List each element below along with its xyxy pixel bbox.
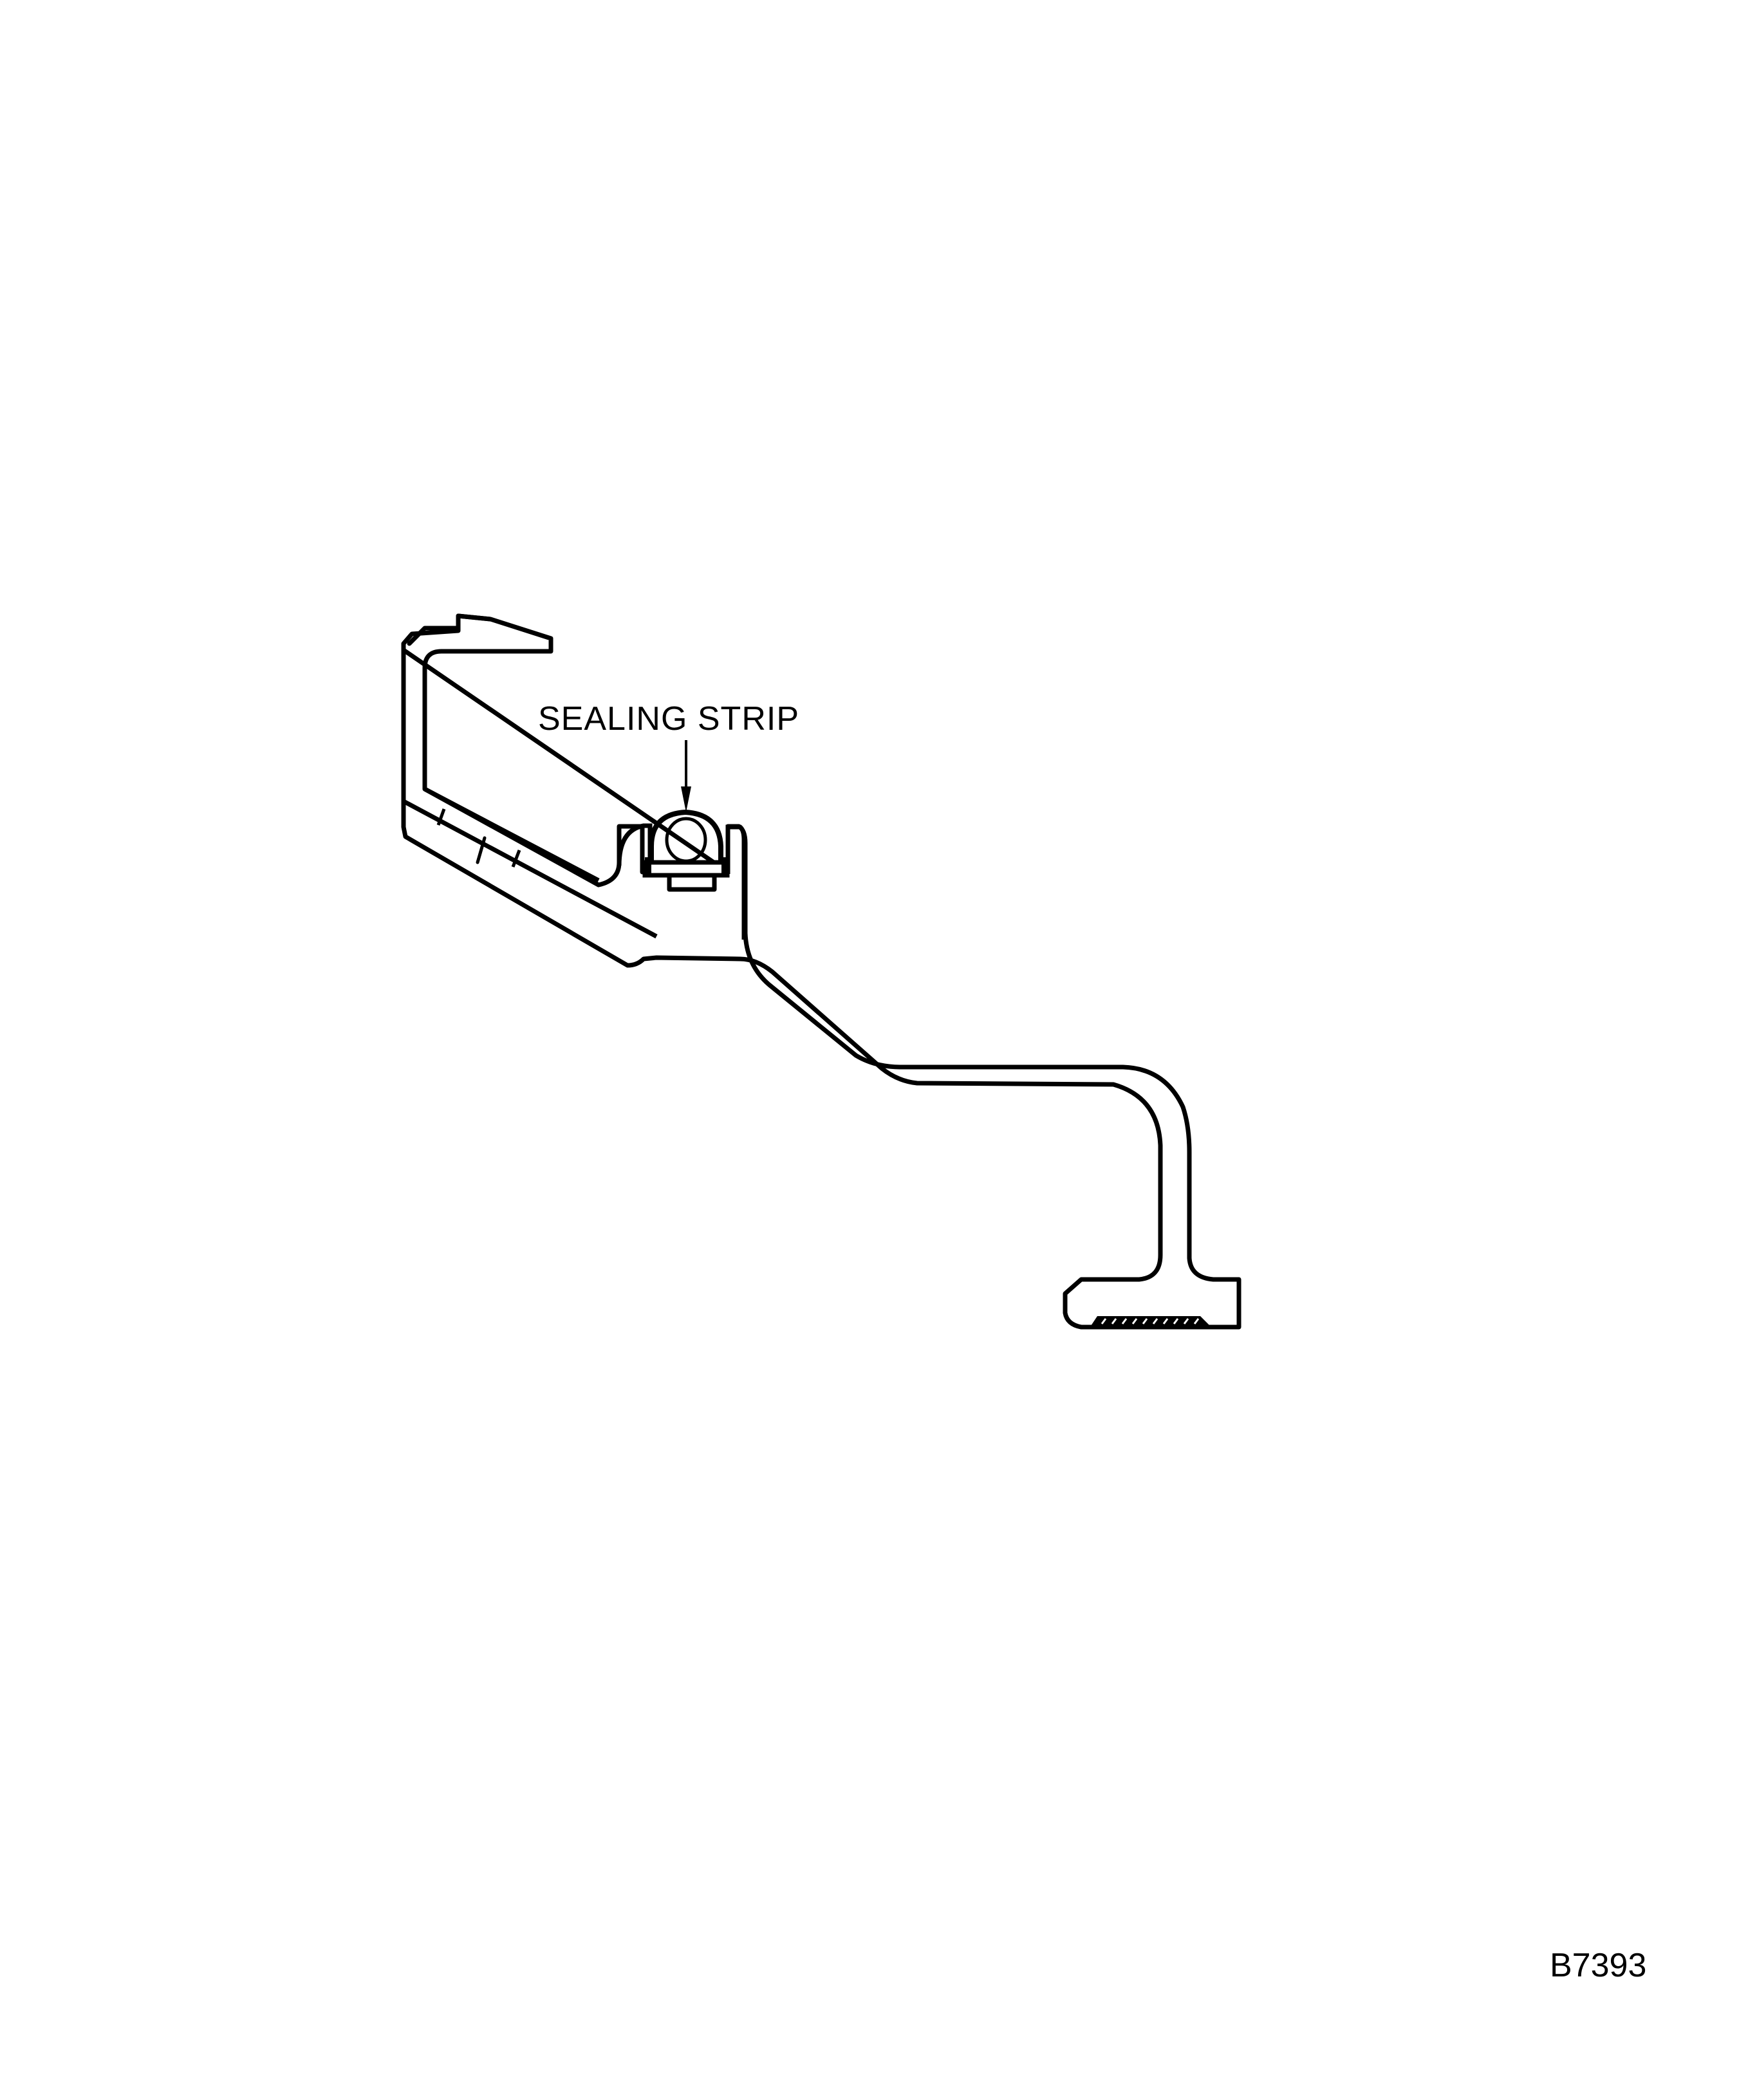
flange-break-right <box>511 850 521 868</box>
left-flange-outer <box>401 613 491 801</box>
lower-inner-slope <box>423 786 600 883</box>
lower-outer-slope <box>402 799 658 939</box>
sealing-strip-core <box>665 817 707 863</box>
strip-left-lip <box>645 857 651 877</box>
foot-pad <box>1091 1316 1210 1326</box>
flange-break-left <box>436 808 446 826</box>
channel-base <box>642 860 730 878</box>
figure-id: B7393 <box>1550 1947 1647 1984</box>
panel-profile-outline <box>401 613 1241 1330</box>
channel-right-wall <box>725 824 747 940</box>
sealing-strip-bulb <box>649 809 723 862</box>
strip-right-lip <box>721 857 728 877</box>
channel-left-wall <box>617 823 653 866</box>
sealing-strip-assembly <box>617 809 747 940</box>
arrowhead-icon <box>681 786 691 812</box>
sealing-strip-label: SEALING STRIP <box>538 700 799 738</box>
callout-arrow <box>681 740 691 812</box>
